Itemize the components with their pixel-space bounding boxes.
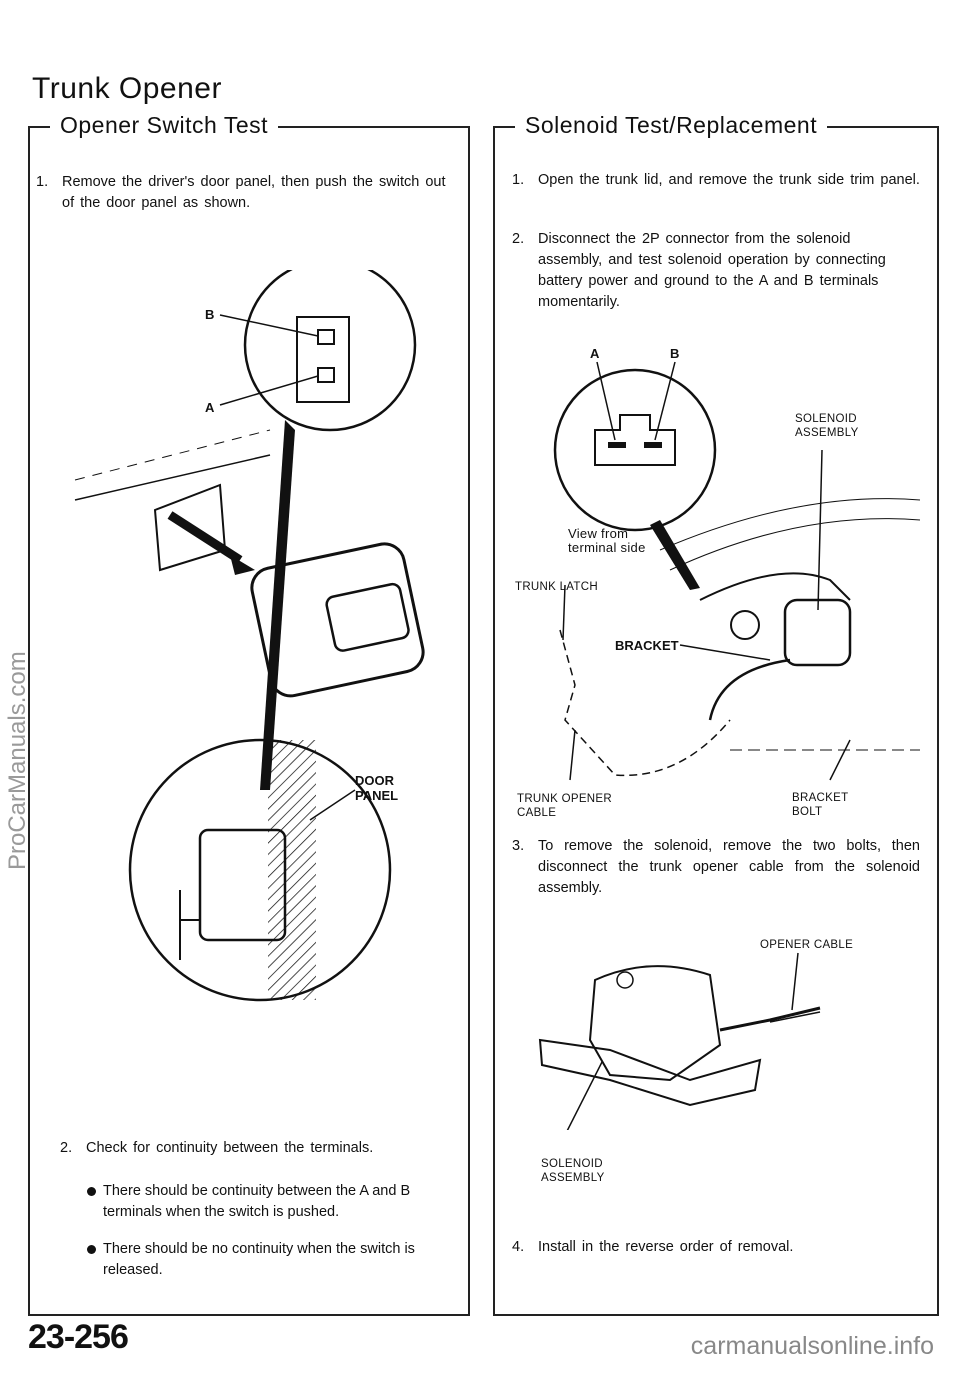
section-heading: Solenoid Test/Replacement <box>515 112 828 139</box>
label-trunk-latch: TRUNK LATCH <box>515 581 598 593</box>
page-number: 23-256 <box>28 1318 129 1356</box>
bullet-icon <box>87 1245 96 1254</box>
label-bracket: BRACKET <box>615 638 679 653</box>
solenoid-test-section <box>493 126 939 1316</box>
label-b: B <box>205 307 215 322</box>
label-a: A <box>590 346 600 361</box>
step-1: 1.Remove the driver's door panel, then p… <box>36 174 446 211</box>
side-watermark: ProCarManuals.com <box>4 651 31 870</box>
step-2: 2.Disconnect the 2P connector from the s… <box>512 231 886 310</box>
watermark: carmanualsonline.info <box>690 1332 934 1360</box>
switch-removal-illustration <box>74 270 425 1002</box>
page-title: Trunk Opener <box>32 72 222 105</box>
label-opener-cable: OPENER CABLE <box>760 939 854 951</box>
step-3: 3.To remove the solenoid, remove the two… <box>512 838 920 896</box>
step-2: 2.Check for continuity between the termi… <box>60 1140 374 1156</box>
bullet-no-continuity: There should be no continuity when the s… <box>87 1239 457 1281</box>
opener-switch-test-section <box>28 126 470 1316</box>
bullet-icon <box>87 1187 96 1196</box>
label-a: A <box>205 400 215 415</box>
step-4: 4.Install in the reverse order of remova… <box>512 1239 794 1255</box>
solenoid-location-illustration <box>553 361 921 781</box>
solenoid-assembly-illustration <box>538 952 821 1130</box>
label-b: B <box>670 346 680 361</box>
step-1: 1.Open the trunk lid, and remove the tru… <box>512 172 920 188</box>
bullet-continuity: There should be continuity between the A… <box>87 1181 457 1223</box>
section-heading: Opener Switch Test <box>50 112 279 139</box>
